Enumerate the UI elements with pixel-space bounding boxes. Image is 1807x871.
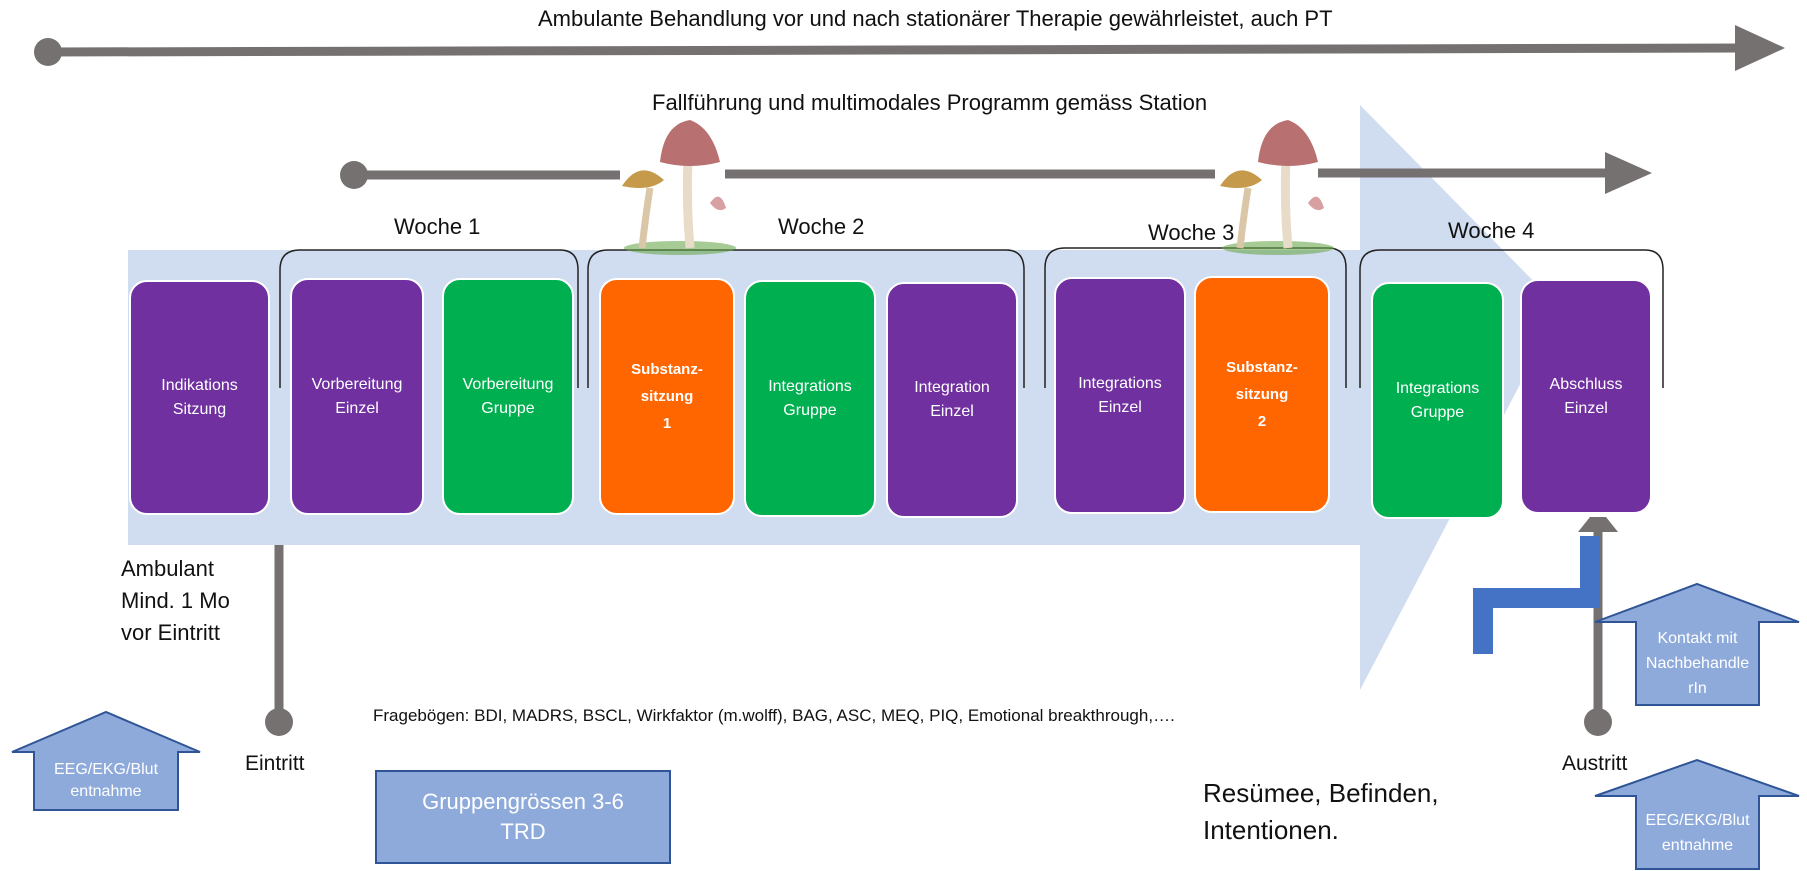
eintritt-label: Eintritt bbox=[245, 752, 305, 775]
ambulant-note-line: Mind. 1 Mo bbox=[121, 588, 230, 613]
week-label: Woche 3 bbox=[1148, 220, 1235, 245]
blue-connector bbox=[1473, 536, 1600, 654]
eintritt-dot bbox=[265, 708, 293, 736]
group-size-box bbox=[375, 770, 671, 864]
austritt-arrow-head bbox=[1578, 517, 1618, 532]
top-arrow-line bbox=[47, 43, 1746, 57]
week-brace bbox=[587, 249, 1025, 388]
session-box: Substanz- sitzung 1 bbox=[599, 278, 735, 515]
week-label: Woche 4 bbox=[1448, 218, 1535, 243]
week-brace bbox=[279, 249, 579, 388]
austritt-dot bbox=[1584, 708, 1612, 736]
session-box: Integrations Gruppe bbox=[1371, 282, 1504, 519]
austritt-label: Austritt bbox=[1562, 752, 1628, 775]
week-label: Woche 2 bbox=[778, 214, 865, 239]
week-brace bbox=[1044, 247, 1347, 388]
mushroom-icon bbox=[1220, 120, 1334, 255]
session-box: Substanz- sitzung 2 bbox=[1194, 276, 1330, 513]
session-box: Integrations Gruppe bbox=[744, 280, 876, 517]
top-arrow-start-dot bbox=[34, 38, 62, 66]
eeg-left-label: EEG/EKG/Blut entnahme bbox=[53, 761, 159, 800]
kontakt-label: Kontakt mit Nachbehandle rIn bbox=[1645, 630, 1750, 697]
eeg-right-callout-shape bbox=[1594, 758, 1800, 870]
resume-line: Resümee, Befinden, bbox=[1203, 778, 1439, 808]
eeg-right-label: EEG/EKG/Blut entnahme bbox=[1645, 811, 1750, 854]
eeg-left-callout-shape bbox=[11, 710, 201, 811]
session-box: Vorbereitung Einzel bbox=[290, 278, 424, 515]
kontakt-callout-shape bbox=[1594, 582, 1800, 706]
resume-line: Intentionen. bbox=[1203, 815, 1339, 845]
session-box: Indikations Sitzung bbox=[129, 280, 270, 515]
ambulant-note-line: Ambulant bbox=[121, 556, 214, 581]
inner-arrow-label: Fallführung und multimodales Programm ge… bbox=[652, 90, 1208, 115]
session-box: Abschluss Einzel bbox=[1520, 279, 1652, 514]
questionnaires-label: Fragebögen: BDI, MADRS, BSCL, Wirkfaktor… bbox=[373, 706, 1175, 725]
mushroom-icon bbox=[622, 120, 736, 255]
week-brace bbox=[1359, 249, 1664, 388]
inner-arrow-start-dot bbox=[340, 161, 368, 189]
top-arrow-label: Ambulante Behandlung vor und nach statio… bbox=[538, 6, 1333, 31]
top-arrow-head bbox=[1735, 25, 1785, 71]
session-box: Integration Einzel bbox=[886, 282, 1018, 518]
ambulant-note-line: vor Eintritt bbox=[121, 620, 221, 645]
group-size-label: Gruppengrössen 3-6 TRD bbox=[422, 789, 624, 844]
week-label: Woche 1 bbox=[394, 214, 481, 239]
inner-arrow-head bbox=[1605, 152, 1652, 194]
session-box: Vorbereitung Gruppe bbox=[442, 278, 574, 515]
session-box: Integrations Einzel bbox=[1054, 277, 1186, 514]
